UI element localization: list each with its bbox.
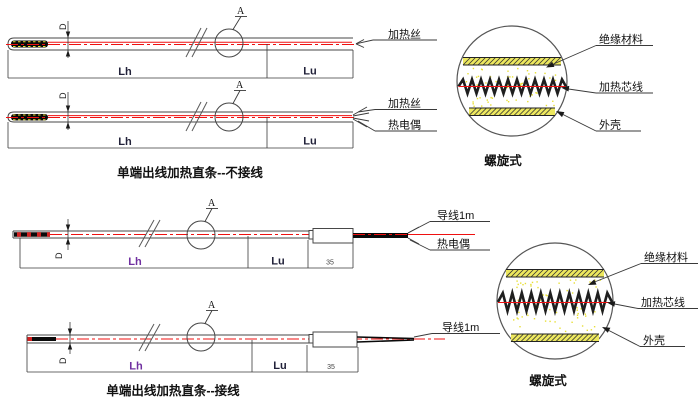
rod3-detail-callout: A bbox=[186, 198, 218, 250]
rod1-lh-dimension: Lh bbox=[118, 66, 132, 78]
rod2-dimensions: Lh Lu bbox=[7, 117, 354, 149]
caption-unwired: 单端出线加热直条--不接线 bbox=[117, 165, 263, 180]
rod4-detail-callout: A bbox=[186, 300, 218, 352]
detail-top-core-label: 加热芯线 bbox=[599, 80, 643, 94]
detail-bottom-core-callout: 加热芯线 bbox=[607, 295, 698, 309]
detail2-hatch-bottom bbox=[510, 333, 599, 342]
rod2-lh-dimension: Lh bbox=[118, 136, 132, 148]
rod2-break-mark bbox=[191, 101, 208, 132]
detail2-coil bbox=[496, 287, 614, 317]
detail-top-caption: 螺旋式 bbox=[484, 153, 522, 168]
detail1-hatch-top bbox=[462, 57, 561, 66]
rod4-diameter-dimension: D bbox=[58, 322, 73, 364]
rod1-heating-wire-label: 加热丝 bbox=[388, 28, 421, 41]
rod1-break-mark bbox=[185, 27, 202, 58]
rod2-detail-marker: A bbox=[236, 80, 244, 91]
rod1-heating-wire-callout: 加热丝 bbox=[355, 28, 437, 48]
rod2-heating-wire-callout: 加热丝 bbox=[357, 97, 437, 113]
rod2-heater-diagram: D A 加热丝 热电偶 Lh bbox=[6, 80, 437, 149]
rod4-lu-dimension: Lu bbox=[273, 360, 286, 372]
rod3-detail-marker: A bbox=[208, 198, 216, 209]
detail-top-insulation-label: 绝缘材料 bbox=[599, 32, 643, 46]
rod4-heater-diagram: D A 导线1m Lh Lu 35 bbox=[26, 300, 500, 373]
rod3-lu-dimension: Lu bbox=[271, 256, 284, 268]
detail-top-sheath-band-lower bbox=[469, 108, 555, 116]
rod1-lu-dimension: Lu bbox=[303, 66, 316, 78]
detail-bottom-core-label: 加热芯线 bbox=[641, 295, 685, 309]
rod3-lead-wire-label: 导线1m bbox=[437, 208, 474, 222]
detail2-hatch-top bbox=[505, 269, 604, 278]
caption-wired: 单端出线加热直条--接线 bbox=[106, 383, 240, 398]
detail-bottom-insulation-label: 绝缘材料 bbox=[644, 250, 688, 264]
rod1-diameter-dimension: D bbox=[58, 21, 71, 58]
detail-top-sheath-callout: 外壳 bbox=[556, 111, 641, 132]
rod2-heating-wire-label: 加热丝 bbox=[388, 97, 421, 110]
detail-view-top: 绝缘材料 加热芯线 外壳 螺旋式 bbox=[456, 25, 653, 168]
rod4-sleeve bbox=[312, 331, 358, 348]
detail-top-sheath-label: 外壳 bbox=[599, 118, 621, 132]
detail-bottom-sheath-label: 外壳 bbox=[643, 333, 665, 347]
rod1-break-mark bbox=[191, 27, 208, 58]
rod4-lead-wire-label: 导线1m bbox=[442, 320, 479, 334]
rod2-detail-callout: A bbox=[214, 80, 246, 132]
rod2-lu-dimension: Lu bbox=[303, 136, 316, 148]
detail-bottom-caption: 螺旋式 bbox=[529, 373, 567, 388]
detail-top-core-callout: 加热芯线 bbox=[561, 80, 653, 94]
rod4-lead-dimension: 35 bbox=[327, 364, 335, 371]
rod4-lh-dimension: Lh bbox=[129, 361, 143, 373]
rod4-lead-wire-callout: 导线1m bbox=[413, 320, 500, 338]
rod3-thermocouple-label: 热电偶 bbox=[437, 238, 470, 251]
detail1-hatch-bottom bbox=[468, 107, 552, 116]
rod2-thermocouple-label: 热电偶 bbox=[388, 119, 421, 132]
rod2-thermocouple-callout: 热电偶 bbox=[357, 119, 437, 132]
rod1-dimensions: Lh Lu bbox=[7, 44, 354, 79]
detail-bottom-sheath-callout: 外壳 bbox=[602, 327, 685, 347]
rod3-lead-wire-callout: 导线1m bbox=[407, 208, 490, 234]
rod4-dimensions: Lh Lu 35 bbox=[26, 340, 359, 373]
rod4-diameter-label: D bbox=[58, 357, 68, 364]
rod3-diameter-dimension: D bbox=[54, 219, 71, 259]
rod3-lead-dimension: 35 bbox=[326, 260, 334, 267]
detail1-coil bbox=[457, 75, 568, 98]
rod3-heater-diagram: D A 导线1m 热电偶 Lh bbox=[12, 198, 490, 269]
rod1-diameter-label: D bbox=[58, 23, 68, 30]
rod2-break-mark bbox=[185, 101, 202, 132]
rod4-lead-cable bbox=[356, 336, 415, 340]
rod3-thermocouple-callout: 热电偶 bbox=[409, 238, 490, 251]
rod3-break-mark bbox=[138, 219, 155, 248]
rod3-diameter-label: D bbox=[54, 252, 64, 259]
detail-view-bottom: 绝缘材料 加热芯线 外壳 螺旋式 bbox=[496, 242, 698, 388]
rod4-detail-marker: A bbox=[208, 300, 216, 311]
rod3-lh-dimension: Lh bbox=[128, 256, 142, 268]
rod1-heater-diagram: D A 加热丝 Lh Lu bbox=[6, 6, 437, 79]
rod3-sleeve bbox=[312, 228, 354, 244]
rod2-diameter-dimension: D bbox=[58, 92, 71, 130]
detail-top-insulation-callout: 绝缘材料 bbox=[546, 32, 653, 68]
rod4-sleeve-neck bbox=[308, 334, 314, 344]
rod3-break-mark bbox=[144, 219, 161, 248]
rod1-detail-callout: A bbox=[214, 6, 247, 58]
detail-bottom-insulation-callout: 绝缘材料 bbox=[588, 250, 698, 285]
rod4-break-mark bbox=[144, 323, 161, 352]
rod1-detail-marker: A bbox=[237, 6, 245, 17]
rod3-dimensions: Lh Lu 35 bbox=[19, 236, 354, 269]
rod2-diameter-label: D bbox=[58, 92, 68, 99]
rod4-break-mark bbox=[138, 323, 155, 352]
rod3-sleeve-neck bbox=[308, 230, 314, 240]
rod2-wire-splay bbox=[352, 106, 370, 128]
